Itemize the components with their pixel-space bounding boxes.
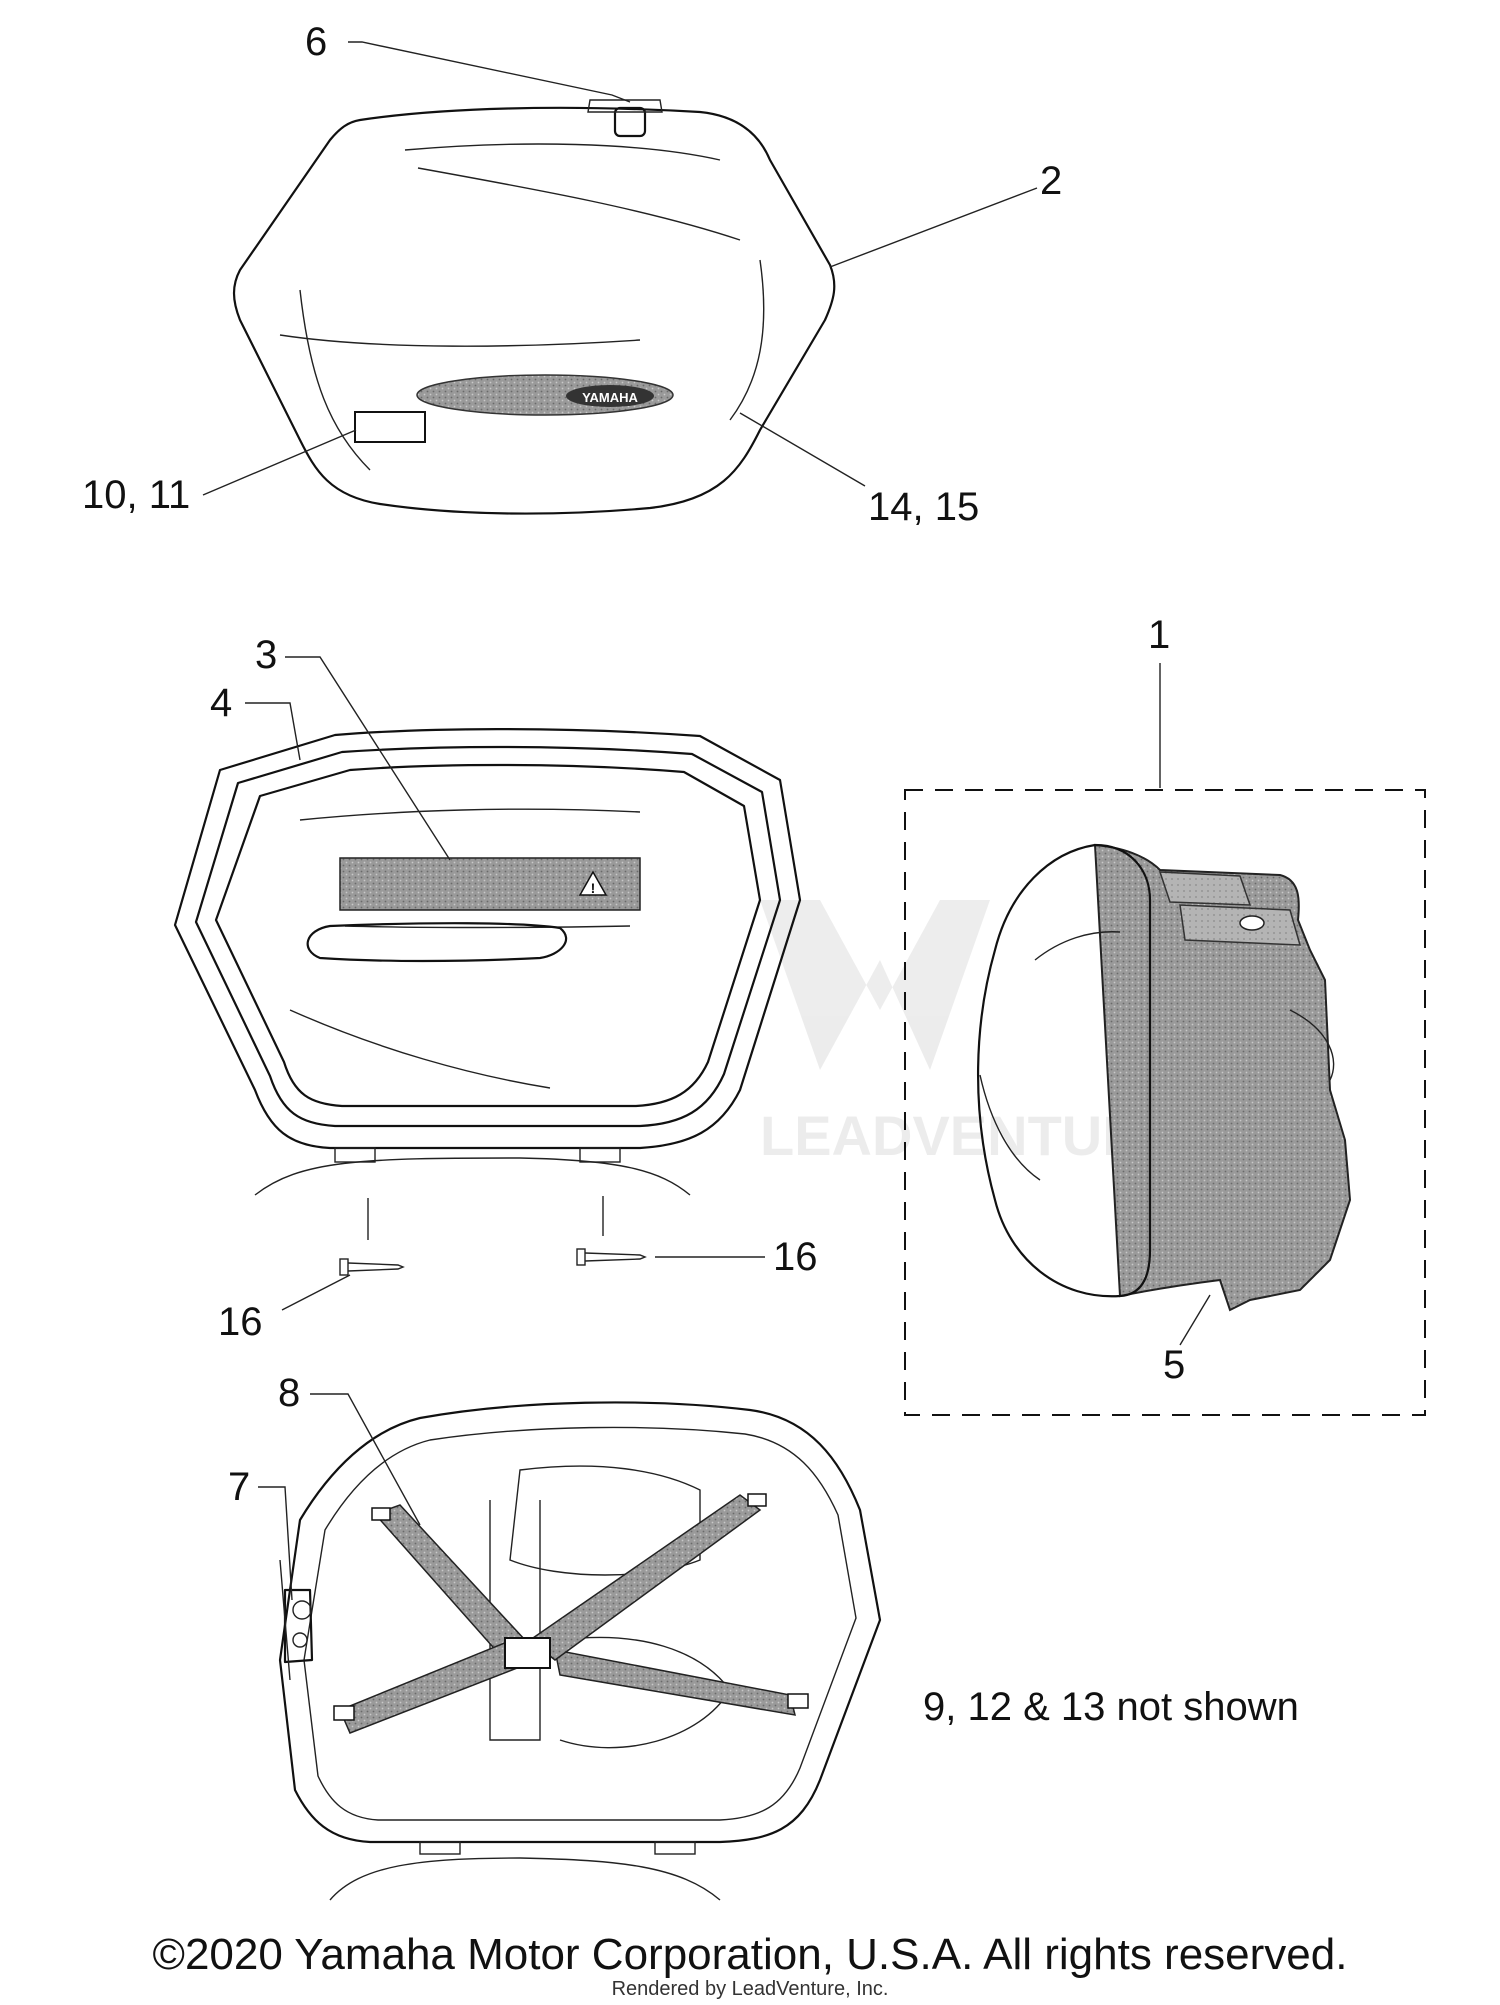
not-shown-note: 9, 12 & 13 not shown: [923, 1685, 1299, 1729]
callout-4: 4: [210, 681, 232, 725]
warning-triangle-icon: [578, 870, 608, 896]
callout-1: 1: [1148, 613, 1170, 657]
callouts: 6 2 10, 11 14, 15 1 3 4 16 16 5 8 7: [82, 20, 1185, 1509]
callout-2: 2: [1040, 159, 1062, 203]
copyright-notice: ©2020 Yamaha Motor Corporation, U.S.A. A…: [152, 1930, 1348, 1979]
render-credit: Rendered by LeadVenture, Inc.: [611, 1978, 889, 2000]
callout-8: 8: [278, 1371, 300, 1415]
callout-14-15: 14, 15: [868, 485, 979, 529]
callout-6: 6: [305, 20, 327, 64]
rivet-left: [339, 1258, 405, 1276]
callout-10-11: 10, 11: [82, 473, 190, 517]
saddlebag-assembly: [976, 843, 1352, 1312]
rivet-right: [576, 1248, 647, 1266]
saddlebag-inner-lid: !: [173, 728, 802, 1196]
callout-3: 3: [255, 633, 277, 677]
watermark: LEADVENTURE: [760, 900, 1180, 1167]
label-plate: [354, 411, 426, 443]
callout-16-right: 16: [773, 1235, 818, 1279]
emblem-text: YAMAHA: [582, 390, 638, 405]
callout-7: 7: [228, 1465, 250, 1509]
saddlebag-open-interior: [278, 1401, 882, 1901]
strap-buckle: [504, 1637, 551, 1669]
callout-16-left: 16: [218, 1300, 263, 1344]
saddlebag-outer-cover: YAMAHA: [232, 99, 836, 515]
yamaha-emblem: [566, 385, 654, 407]
callout-5: 5: [1163, 1343, 1185, 1387]
leader-lines: [202, 41, 1211, 1601]
svg-text:!: !: [591, 880, 596, 896]
